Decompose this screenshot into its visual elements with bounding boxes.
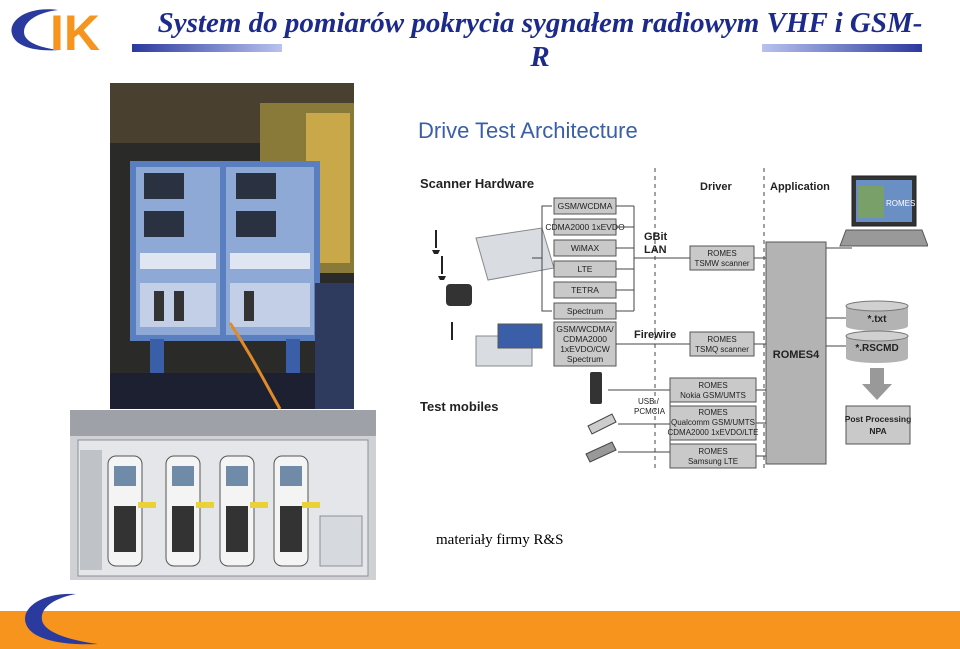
test-mobiles-label: Test mobiles <box>420 399 499 414</box>
txt-database-label: *.txt <box>868 314 888 325</box>
laptop-icon: ROMES <box>839 175 928 247</box>
page-title: System do pomiarów pokrycia sygnałem rad… <box>157 7 923 73</box>
drive-test-architecture-diagram: Drive Test Architecture Scanner Hardware… <box>418 118 928 469</box>
post-processing-box <box>845 405 911 445</box>
firewire-box-line-3: 1xEVDO/CW <box>560 344 610 354</box>
scanner-hardware-label: Scanner Hardware <box>420 176 534 191</box>
source-caption: materiały firmy R&S <box>436 532 564 548</box>
driver-qualcomm-line-2: Qualcomm GSM/UMTS <box>671 418 755 427</box>
driver-qualcomm-line-1: ROMES <box>698 408 727 417</box>
mobile-phone-icon <box>590 372 602 404</box>
usb-stick-icon <box>587 413 617 435</box>
post-processing-line-2: NPA <box>869 426 886 436</box>
application-label: Application <box>770 181 830 193</box>
driver-samsung-line-1: ROMES <box>698 447 727 456</box>
driver-qualcomm-line-3: CDMA2000 1xEVDO/LTE <box>668 428 759 437</box>
firewire-box-line-2: CDMA2000 <box>563 334 607 344</box>
tsmq-top-device-icon <box>497 323 543 349</box>
title-rule-right <box>762 44 922 52</box>
romes4-label: ROMES4 <box>773 349 820 361</box>
test-mobiles-photo <box>70 410 376 580</box>
scanner-box-lte: LTE <box>578 264 593 274</box>
antenna-icon <box>432 230 453 340</box>
ik-logo: IK <box>11 5 100 56</box>
gbit-label: GBit <box>644 231 668 243</box>
footer-bar <box>0 611 960 649</box>
driver-nokia-line-1: ROMES <box>698 381 727 390</box>
logo-lettering: IK <box>50 5 100 56</box>
post-processing-line-1: Post Processing <box>845 414 912 424</box>
scanner-box-cdma2000: CDMA2000 1xEVDO <box>545 222 625 232</box>
gps-receiver-icon <box>446 284 472 306</box>
firewire-label: Firewire <box>634 329 676 341</box>
scanner-box-gsm-wcdma: GSM/WCDMA <box>558 201 613 211</box>
measurement-rack-photo <box>110 83 354 409</box>
diagram-title: Drive Test Architecture <box>418 118 638 143</box>
romes4-block <box>765 241 827 465</box>
laptop-screen-text: ROMES <box>886 199 915 208</box>
driver-tsmw-line-1: ROMES <box>707 249 736 258</box>
usb-label: USB / <box>638 397 660 406</box>
title-rule-left <box>132 44 282 52</box>
scanner-box-spectrum: Spectrum <box>567 306 603 316</box>
driver-nokia-line-2: Nokia GSM/UMTS <box>680 391 746 400</box>
rscmd-database-icon: *.RSCMD <box>845 330 909 363</box>
arrow-down-icon <box>862 368 892 400</box>
txt-database-icon: *.txt <box>845 300 909 331</box>
scanner-box-wimax: WiMAX <box>571 243 600 253</box>
firewire-box-line-1: GSM/WCDMA/ <box>556 324 614 334</box>
rscmd-database-label: *.RSCMD <box>855 343 898 354</box>
driver-tsmq-line-2: TSMQ scanner <box>695 345 749 354</box>
pcmcia-card-icon <box>585 441 617 463</box>
pcmcia-label: PCMCIA <box>634 407 666 416</box>
driver-label: Driver <box>700 181 733 193</box>
driver-tsmq-line-1: ROMES <box>707 335 736 344</box>
footer-logo-swoosh <box>25 593 98 645</box>
firewire-box-line-4: Spectrum <box>567 354 603 364</box>
driver-tsmw-line-2: TSMW scanner <box>694 259 749 268</box>
lan-label: LAN <box>644 244 667 256</box>
scanner-box-tetra: TETRA <box>571 285 599 295</box>
driver-samsung-line-2: Samsung LTE <box>688 457 738 466</box>
